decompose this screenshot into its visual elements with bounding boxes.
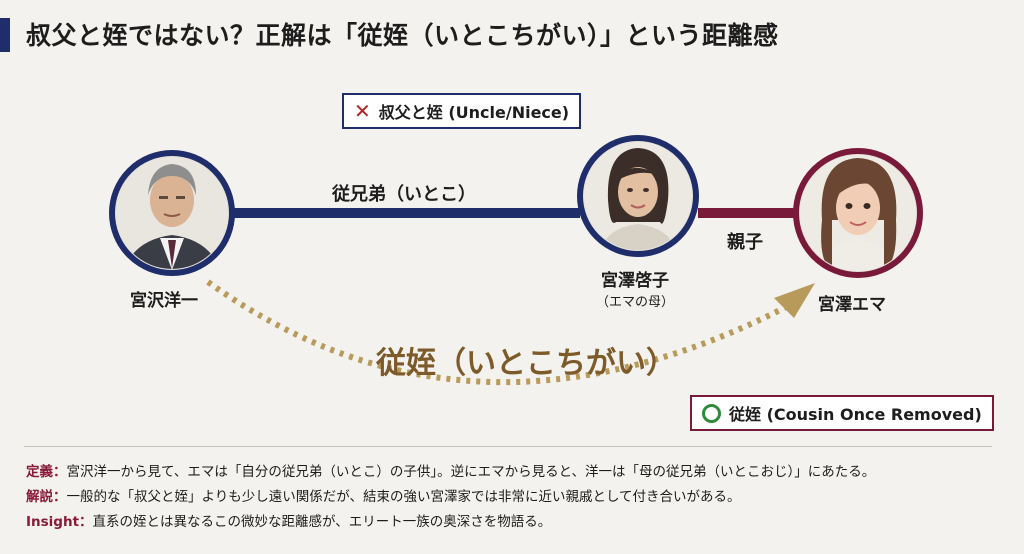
note-definition: 定義：宮沢洋一から見て、エマは「自分の従兄弟（いとこ）の子供」。逆にエマから見る… [26, 460, 1016, 485]
arc-arrowhead [774, 283, 815, 318]
page-title: 叔父と姪ではない？正解は「従姪（いとこちがい）」という距離感 [26, 21, 779, 50]
title-accent-bar [0, 18, 10, 52]
parent-edge-label: 親子 [727, 232, 763, 253]
node-note-keiko: （エマの母） [596, 295, 675, 310]
node-name-ema: 宮澤エマ [818, 295, 886, 315]
portrait-keiko [577, 135, 699, 257]
note-key: Insight： [26, 514, 93, 530]
portrait-ema [793, 148, 923, 278]
notes-section: 定義：宮沢洋一から見て、エマは「自分の従兄弟（いとこ）の子供」。逆にエマから見る… [26, 460, 1016, 535]
note-key: 解説： [26, 489, 67, 505]
note-insight: Insight：直系の姪とは異なるこの微妙な距離感が、エリート一族の奥深さを物語… [26, 510, 1016, 535]
node-name-keiko: 宮澤啓子 [601, 271, 669, 291]
note-text: 一般的な「叔父と姪」よりも少し遠い関係だが、結束の強い宮澤家では非常に近い親戚と… [66, 489, 741, 505]
note-explanation: 解説：一般的な「叔父と姪」よりも少し遠い関係だが、結束の強い宮澤家では非常に近い… [26, 485, 1016, 510]
wrong-relation-box: ✕ 叔父と姪 (Uncle/Niece) [342, 93, 582, 129]
correct-relation-label: 従姪 (Cousin Once Removed) [729, 405, 982, 424]
note-text: 宮沢洋一から見て、エマは「自分の従兄弟（いとこ）の子供」。逆にエマから見ると、洋… [66, 464, 876, 480]
cousin-edge-label: 従兄弟（いとこ） [332, 184, 476, 205]
correct-relation-box: 従姪 (Cousin Once Removed) [690, 395, 994, 431]
wrong-relation-label: 叔父と姪 (Uncle/Niece) [378, 103, 570, 122]
node-keiko: 宮澤啓子 （エマの母） [596, 266, 674, 310]
portrait-yoichi [109, 150, 235, 276]
circle-icon [702, 403, 721, 423]
section-divider [24, 446, 992, 447]
cross-icon: ✕ [354, 99, 371, 123]
note-text: 直系の姪とは異なるこの微妙な距離感が、エリート一族の奥深さを物語る。 [92, 514, 552, 530]
note-key: 定義： [26, 464, 67, 480]
node-name-yoichi: 宮沢洋一 [130, 291, 198, 311]
arc-relation-label: 従姪（いとこちがい） [376, 346, 676, 381]
